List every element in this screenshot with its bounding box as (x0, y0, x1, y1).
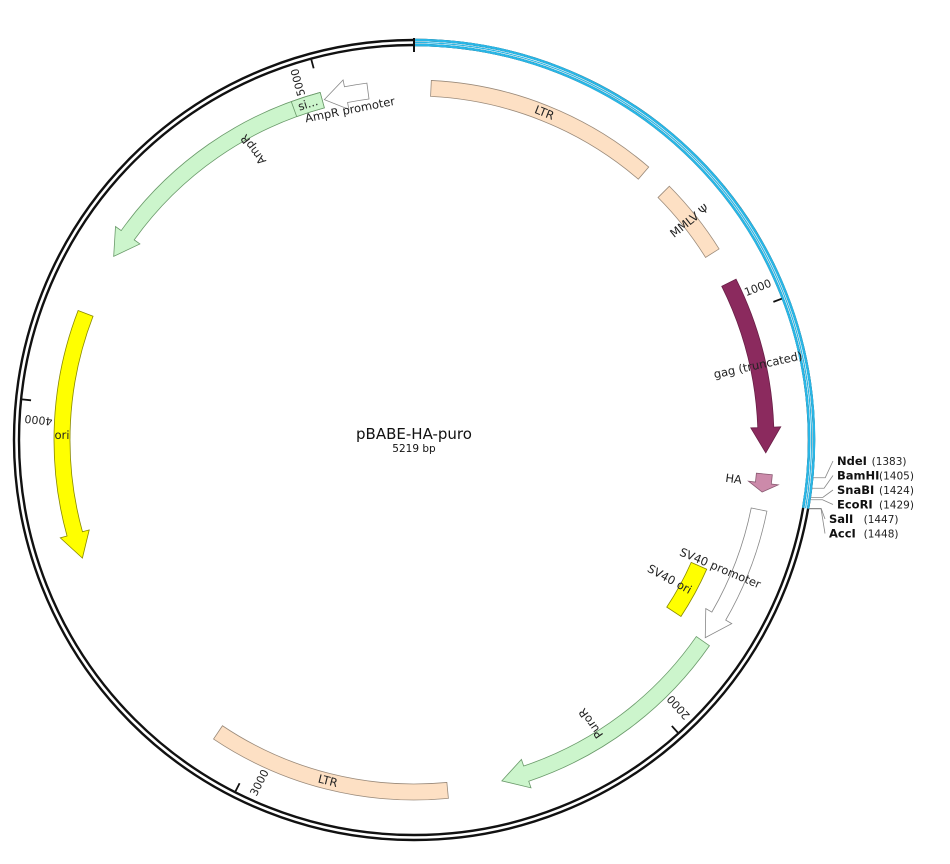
site-name: SnaBI (837, 483, 874, 497)
site-position: (1429) (879, 500, 914, 512)
feature-signal[interactable]: si... (290, 91, 325, 118)
site-name: AccI (829, 527, 856, 541)
feature-ampr[interactable]: AmpR (113, 91, 325, 258)
site-ecori[interactable]: EcoRI (1429) (810, 498, 914, 512)
feature-shape[interactable] (666, 561, 708, 618)
highlight-arc-line (413, 41, 813, 509)
site-name: NdeI (837, 454, 867, 468)
feature-label: LTR (317, 772, 340, 790)
plasmid-size: 5219 bp (392, 443, 436, 455)
highlight-arc-line (413, 43, 811, 508)
highlight-arc (413, 38, 816, 509)
site-position: (1447) (864, 514, 899, 526)
plasmid-name: pBABE-HA-puro (356, 425, 472, 443)
site-leader-line (809, 508, 826, 534)
site-snabi[interactable]: SnaBI (1424) (810, 483, 914, 498)
feature-shape[interactable] (323, 79, 370, 110)
site-sali[interactable]: SalI (1447) (809, 507, 899, 526)
tick-label: 3000 (247, 767, 271, 798)
feature-label: PuroR (575, 706, 606, 742)
feature-shape[interactable] (704, 507, 768, 639)
feature-shape[interactable] (430, 80, 650, 180)
site-name: EcoRI (837, 498, 873, 512)
site-leader-line (812, 475, 834, 489)
feature-shape[interactable] (213, 725, 449, 801)
site-bamhi[interactable]: BamHI(1405) (812, 469, 914, 489)
feature-shape[interactable] (290, 91, 325, 118)
tick-label: 1000 (743, 277, 774, 299)
feature-label: ori (54, 428, 69, 442)
feature-shape[interactable] (53, 309, 94, 559)
site-ndei[interactable]: NdeI (1383) (813, 454, 907, 479)
feature-label: AmpR (237, 132, 269, 168)
site-position: (1383) (872, 456, 907, 468)
feature-mmlv-psi[interactable]: MMLV Ψ (657, 185, 720, 258)
feature-ltr-5[interactable]: LTR (430, 80, 650, 180)
feature-label: LTR (533, 102, 557, 122)
tick-mark (671, 725, 679, 734)
feature-shape[interactable] (721, 278, 782, 454)
feature-ha[interactable]: HA (725, 471, 780, 493)
feature-shape[interactable] (113, 91, 325, 258)
feature-sv40-ori[interactable]: SV40 ori (645, 561, 708, 618)
site-acci[interactable]: AccI (1448) (809, 508, 899, 541)
tick-label: 2000 (664, 692, 692, 722)
site-leader-line (810, 489, 834, 498)
feature-shape[interactable] (747, 472, 780, 493)
tick-mark (773, 297, 783, 303)
feature-label: HA (725, 471, 743, 487)
highlight-arc-line (413, 38, 816, 509)
feature-shape[interactable] (501, 636, 710, 789)
site-position: (1448) (864, 529, 899, 541)
feature-shape[interactable] (657, 185, 720, 258)
feature-label: si... (296, 94, 319, 113)
site-position: (1424) (879, 485, 914, 497)
tick-label: 5000 (288, 67, 308, 97)
tick-mark (22, 398, 32, 402)
site-leader-line (813, 460, 834, 479)
feature-ltr-3[interactable]: LTR (213, 725, 449, 801)
tick-label: 4000 (24, 412, 53, 428)
restriction-sites: NdeI(1383)BamHI(1405)SnaBI(1424)EcoRI(14… (809, 454, 914, 541)
site-position: (1405) (879, 471, 914, 483)
feature-ori[interactable]: ori (53, 309, 94, 559)
site-leader-line (810, 499, 834, 505)
site-leader-line (809, 507, 826, 520)
site-name: BamHI (837, 469, 879, 483)
tick-mark (234, 782, 241, 792)
tick-mark (310, 59, 315, 69)
site-name: SalI (829, 512, 853, 526)
